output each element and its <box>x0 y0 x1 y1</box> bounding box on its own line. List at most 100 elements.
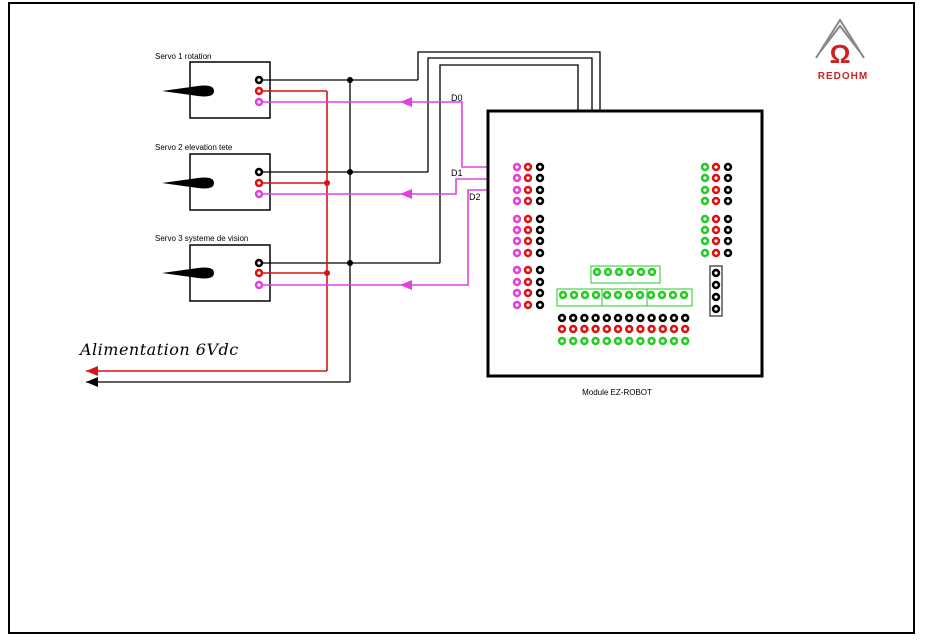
module-pin-hole <box>714 188 718 192</box>
module-pin-hole <box>714 228 718 232</box>
module-pin-hole <box>638 327 643 331</box>
module-pin-hole <box>627 293 631 297</box>
power-junction <box>324 180 330 186</box>
module-pin-hole <box>639 270 643 274</box>
module-pin-hole <box>582 339 587 343</box>
module-pin-hole <box>571 327 575 331</box>
redohm-logo: Ω REDOHM <box>815 18 868 82</box>
module-pin-hole <box>650 316 654 320</box>
module-pin-hole <box>638 316 643 320</box>
module-pin-hole <box>538 176 542 180</box>
module-pin-hole <box>650 327 654 331</box>
module-pin-hole <box>560 339 564 343</box>
module-pin-hole <box>526 291 530 295</box>
module-pin-hole <box>526 188 530 192</box>
module-pin-hole <box>594 339 598 343</box>
module-pin-hole <box>515 291 519 295</box>
servo-connector-pins <box>254 75 264 290</box>
servo-power-pin-hole <box>257 181 261 185</box>
module-pin-hole <box>714 251 718 255</box>
module-pin-hole <box>714 217 718 221</box>
module-pin-hole <box>594 293 598 297</box>
module-pin-hole <box>703 228 707 232</box>
servo-ground-pin-hole <box>257 261 261 265</box>
module-pin-hole <box>671 293 675 297</box>
module-pin-hole <box>650 270 654 274</box>
module-pin-hole <box>582 327 587 331</box>
module-pin-hole <box>526 217 530 221</box>
module-pin-hole <box>726 239 730 243</box>
module-pin-hole <box>661 339 665 343</box>
module-pin-hole <box>538 199 542 203</box>
module-pin-hole <box>617 270 621 274</box>
module-pin-hole <box>703 165 707 169</box>
module-pin-hole <box>714 295 718 299</box>
module-pin-hole <box>526 165 530 169</box>
module-label: Module EZ-ROBOT <box>582 388 652 397</box>
module-pin-hole <box>661 316 665 320</box>
module-pin-hole <box>526 239 530 243</box>
module-pin-hole <box>627 316 631 320</box>
module-pin-hole <box>582 316 587 320</box>
signal-arrow <box>400 280 412 290</box>
module-pin-hole <box>605 316 609 320</box>
module-pin-hole <box>561 293 565 297</box>
module-pin-hole <box>703 217 707 221</box>
module-pin-hole <box>515 268 519 272</box>
ground-junction <box>347 77 353 83</box>
module-pin-hole <box>560 316 564 320</box>
servo-3-horn <box>162 267 214 279</box>
logo-text: REDOHM <box>818 71 868 82</box>
module-pin-hole <box>526 251 530 255</box>
module-pin-hole <box>594 316 598 320</box>
signal-label-d0: D0 <box>451 93 463 103</box>
page-frame <box>8 2 915 634</box>
module-header-box <box>556 288 693 307</box>
module-pin-hole <box>660 293 664 297</box>
module-pin-hole <box>526 303 530 307</box>
module-pin-hole <box>703 199 707 203</box>
module-pin-hole <box>526 176 530 180</box>
module-pin-hole <box>515 303 519 307</box>
module-pin-hole <box>515 165 519 169</box>
module-header-box <box>590 265 661 284</box>
module-pin-hole <box>515 188 519 192</box>
module-pin-hole <box>726 188 730 192</box>
module-pin-hole <box>605 339 609 343</box>
signal-arrow <box>400 189 412 199</box>
servo-signal-pin-hole <box>257 192 261 196</box>
module-pin-hole <box>726 217 730 221</box>
module-pin-hole <box>703 251 707 255</box>
module-pin-hole <box>538 291 542 295</box>
module-pin-hole <box>683 316 687 320</box>
module-pin-hole <box>538 217 542 221</box>
servo-ground-pin-hole <box>257 170 261 174</box>
module-pin-hole <box>682 293 686 297</box>
module-pin-hole <box>616 316 620 320</box>
servo-ground-pin-hole <box>257 78 261 82</box>
module-pin-hole <box>672 327 676 331</box>
module-pin-hole <box>515 199 519 203</box>
module-pin-hole <box>628 270 632 274</box>
module-pin-hole <box>649 293 653 297</box>
module-pin-hole <box>627 339 631 343</box>
module-pin-hole <box>661 327 665 331</box>
module-pin-hole <box>572 293 576 297</box>
signal-label-d1: D1 <box>451 168 463 178</box>
module-pin-hole <box>605 293 609 297</box>
servo-3-label: Servo 3 systeme de vision <box>155 234 248 243</box>
module-pin-hole <box>538 188 542 192</box>
module-pin-hole <box>560 327 564 331</box>
module-pin-hole <box>726 251 730 255</box>
module-pin-hole <box>571 339 575 343</box>
module-pin-hole <box>627 327 631 331</box>
power-arrow <box>86 366 98 376</box>
servo-2-horn <box>162 177 214 189</box>
module-pin-hole <box>583 293 587 297</box>
module-pin-hole <box>595 270 599 274</box>
module-pin-hole <box>594 327 598 331</box>
module-pin-hole <box>538 239 542 243</box>
module-pin-hole <box>526 228 530 232</box>
